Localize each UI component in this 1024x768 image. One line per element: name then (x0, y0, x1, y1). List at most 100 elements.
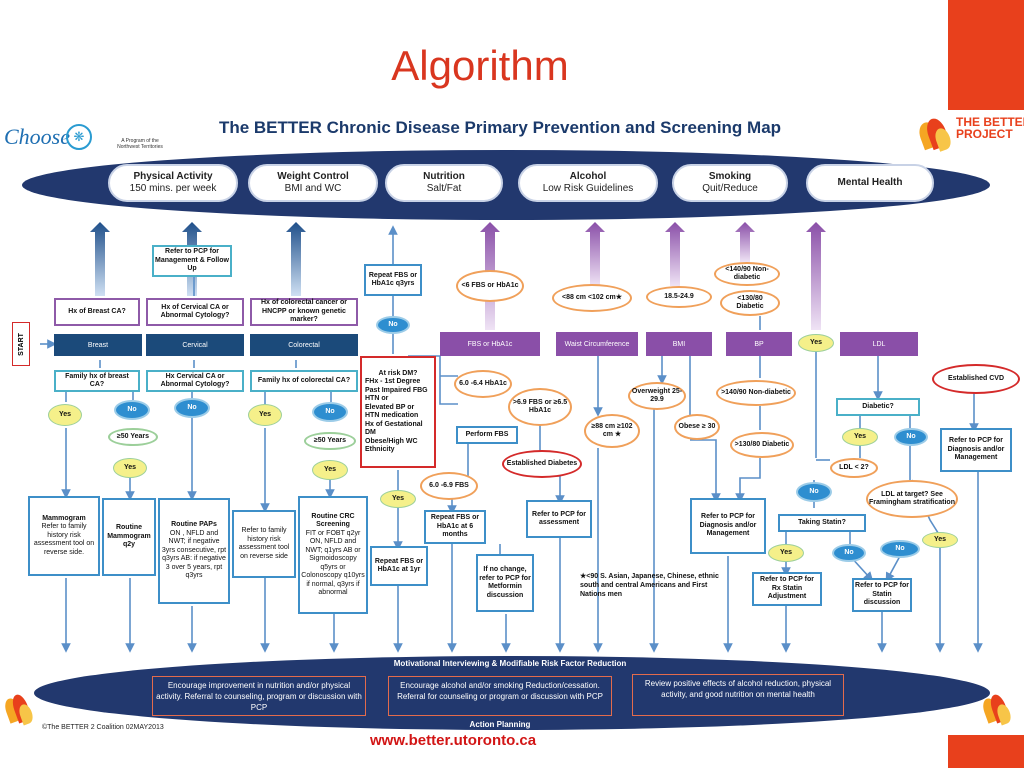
no-cervical: No (174, 398, 210, 418)
waist-footnote: ★<90 S. Asian, Japanese, Chinese, ethnic… (580, 573, 719, 598)
hx-cervical-abnormal: Hx Cervical CA or Abnormal Cytology? (146, 370, 244, 392)
orange-accent-bar-top (948, 0, 1024, 110)
category-ldl: LDL (840, 332, 918, 356)
yes-statin: Yes (768, 544, 804, 562)
bp-nondiab-lt: <140/90 Non-diabetic (714, 262, 780, 286)
paps-title: Routine PAPs (171, 521, 217, 529)
alcohol-smoking-box: Encourage alcohol and/or smoking Reducti… (388, 676, 612, 716)
routine-crc-box: Routine CRC Screening FIT or FOBT q2yr O… (298, 496, 368, 614)
bp-nondiab-gt: >140/90 Non-diabetic (716, 380, 796, 406)
paw-icon: ❋ (66, 124, 92, 150)
at-risk-line: Obese/High WC (365, 437, 418, 445)
no-statin: No (832, 544, 866, 562)
refer-rx-statin: Refer to PCP for Rx Statin Adjustment (752, 572, 822, 606)
age-50-colorectal: ≥50 Years (304, 432, 356, 450)
bp-diab-gt: >130/80 Diabetic (730, 432, 794, 458)
pill-title: Physical Activity (133, 171, 213, 182)
slide-title: Algorithm (391, 42, 569, 89)
map-title: The BETTER Chronic Disease Primary Preve… (218, 118, 782, 137)
category-bp: BP (726, 332, 792, 356)
mammogram-text: Refer to family history risk assessment … (33, 523, 95, 556)
at-risk-line: Past Impaired FBG (365, 386, 428, 394)
at-risk-title: At risk DM? (378, 369, 418, 377)
pill-physical-activity: Physical Activity 150 mins. per week (108, 164, 238, 202)
family-hx-colorectal: Family hx of colorectal CA? (250, 370, 358, 392)
choose-logo: Choose (4, 124, 70, 149)
hx-colorectal-ca: Hx of colorectal cancer or HNCPP or know… (250, 298, 358, 326)
at-risk-line: Elevated BP or (365, 403, 415, 411)
mi-label: Motivational Interviewing & Modifiable R… (393, 659, 627, 668)
established-cvd: Established CVD (932, 364, 1020, 394)
big-up-arrows (90, 222, 826, 330)
pill-sub: Low Risk Guidelines (542, 183, 634, 194)
bp-diab-lt: <130/80 Diabetic (720, 290, 780, 316)
no-at-risk: No (376, 316, 410, 334)
diabetic-question: Diabetic? (836, 398, 920, 416)
refer-pcp-dx-ldl: Refer to PCP for Diagnosis and/or Manage… (940, 428, 1012, 472)
category-bmi: BMI (646, 332, 712, 356)
category-breast: Breast (54, 334, 142, 356)
refer-pcp-assessment: Refer to PCP for assessment (526, 500, 592, 538)
yes-ldl-target: Yes (922, 532, 958, 548)
yes-colorectal: Yes (248, 404, 282, 426)
yes-age-breast: Yes (113, 458, 147, 478)
crc-text: FIT or FOBT q2yr ON, NFLD and NWT; q1yrs… (301, 529, 365, 597)
at-risk-line: Ethnicity (365, 446, 395, 453)
refer-pcp-management: Refer to PCP for Management & Follow Up (152, 245, 232, 277)
fbs-lt6: <6 FBS or HbA1c (456, 270, 524, 302)
pill-nutrition: Nutrition Salt/Fat (385, 164, 503, 202)
pill-smoking: Smoking Quit/Reduce (672, 164, 788, 202)
at-risk-line: FHx - 1st Degree (365, 378, 421, 385)
bmi-obese: Obese ≥ 30 (674, 414, 720, 440)
copyright: ©The BETTER 2 Coalition 02MAY2013 (42, 724, 164, 731)
nutrition-activity-box: Encourage improvement in nutrition and/o… (152, 676, 366, 716)
pill-sub: 150 mins. per week (129, 183, 217, 194)
at-risk-line: HTN or (365, 395, 389, 402)
category-colorectal: Colorectal (250, 334, 358, 356)
hx-breast-ca: Hx of Breast CA? (54, 298, 140, 326)
bmi-normal: 18.5-24.9 (646, 286, 712, 308)
start-marker: START (12, 322, 30, 366)
start-label: START (17, 332, 25, 356)
fbs-60-69: 6.0 -6.9 FBS (420, 472, 478, 500)
pill-title: Smoking (708, 171, 752, 182)
category-cervical: Cervical (146, 334, 244, 356)
repeat-fbs-6mo: Repeat FBS or HbA1c at 6 months (424, 510, 486, 544)
mental-health-box: Review positive effects of alcohol reduc… (632, 674, 844, 716)
waist-ge88: ≥88 cm ≥102 cm ★ (584, 414, 640, 448)
refer-statin-discussion: Refer to PCP for Statin discussion (852, 578, 912, 612)
motivational-banner (34, 656, 990, 730)
no-colorectal: No (312, 402, 348, 422)
pill-title: Nutrition (423, 171, 465, 182)
flame-logo-right (980, 692, 1014, 728)
fbs-gt69: >6.9 FBS or ≥6.5 HbA1c (508, 388, 572, 426)
flame-logo-left (2, 692, 36, 728)
pill-title: Mental Health (837, 177, 903, 188)
website-link[interactable]: www.better.utoronto.ca (370, 732, 537, 749)
hba1c-60-64: 6.0 -6.4 HbA1c (454, 370, 512, 398)
routine-mammogram: Routine Mammogram q2y (102, 498, 156, 576)
yes-at-risk: Yes (380, 490, 416, 508)
nwt-logo: A Program of the Northwest Territories (117, 138, 163, 150)
pill-mental-health: Mental Health (806, 164, 934, 202)
category-fbs: FBS or HbA1c (440, 332, 540, 356)
crc-title: Routine CRC Screening (311, 512, 355, 529)
hx-cervical-ca: Hx of Cervical CA or Abnormal Cytology? (146, 298, 244, 326)
age-50-breast: ≥50 Years (108, 428, 158, 446)
pill-weight-control: Weight Control BMI and WC (248, 164, 378, 202)
pill-sub: BMI and WC (284, 183, 342, 194)
waist-lt88: <88 cm <102 cm★ (552, 284, 632, 312)
perform-fbs: Perform FBS (456, 426, 518, 444)
at-risk-line: Hx of Gestational DM (365, 420, 423, 437)
mammogram-title: Mammogram (42, 514, 86, 522)
repeat-fbs-3yrs: Repeat FBS or HbA1c q3yrs (364, 264, 422, 296)
at-risk-line: HTN medication (365, 412, 419, 419)
no-breast: No (114, 400, 150, 420)
refer-pcp-dx-bp: Refer to PCP for Diagnosis and/or Manage… (690, 498, 766, 554)
action-planning-label: Action Planning (469, 720, 531, 729)
family-hx-breast: Family hx of breast CA? (54, 370, 140, 392)
at-risk-dm-box: At risk DM? FHx - 1st Degree Past Impair… (360, 356, 436, 468)
no-diabetic: No (894, 428, 928, 446)
pill-sub: Salt/Fat (426, 183, 462, 194)
yes-breast: Yes (48, 404, 82, 426)
